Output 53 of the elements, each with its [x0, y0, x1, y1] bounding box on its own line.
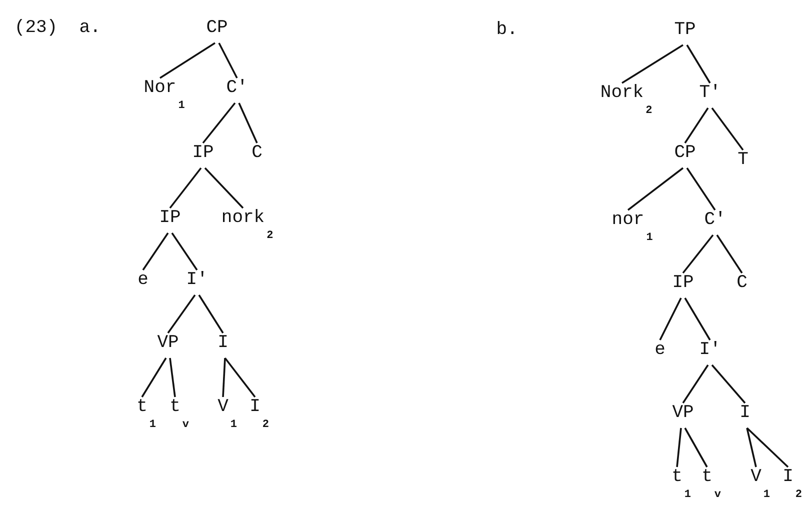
tree-node-label: C'	[226, 77, 248, 99]
tree-node-label: e	[654, 339, 666, 361]
branch-line	[202, 102, 236, 144]
example-letter: b.	[496, 19, 518, 41]
branch-line	[682, 234, 714, 274]
tree-node-label: IP	[672, 272, 694, 294]
branch-line	[160, 42, 216, 79]
branch-line	[746, 427, 789, 468]
tree-node-label: I	[218, 332, 228, 354]
tree-node-label: C	[736, 272, 748, 294]
branch-line	[684, 108, 709, 144]
branch-line	[659, 298, 682, 340]
tree-node-label: C	[252, 142, 262, 164]
tree-node-label: IP	[159, 207, 181, 229]
tree-node-label: TP	[674, 19, 696, 41]
tree-node-label: I'	[699, 339, 721, 361]
tree-node-label: e	[138, 269, 148, 291]
branch-line	[686, 168, 716, 210]
example-number: (23)	[14, 17, 58, 39]
tree-node-label: VP	[157, 332, 179, 354]
branch-line	[622, 44, 684, 84]
tree-node-label: C'	[704, 209, 726, 231]
branch-line	[224, 357, 256, 398]
branch-line	[676, 428, 682, 468]
branch-line	[684, 298, 711, 340]
branch-line	[686, 44, 711, 84]
branch-line	[171, 232, 198, 270]
tree-node-label: IP	[192, 142, 214, 164]
branch-line	[716, 234, 743, 274]
branch-line	[218, 42, 238, 78]
tree-node-label: T'	[699, 82, 721, 104]
branch-line	[711, 364, 746, 404]
branch-line	[198, 294, 224, 334]
tree-node-label: VP	[672, 402, 694, 424]
tree-node-label: I	[740, 402, 750, 424]
tree-node-label: CP	[674, 142, 696, 164]
example-letter: a.	[79, 17, 101, 39]
branch-line	[141, 358, 167, 398]
tree-node-label: CP	[206, 17, 228, 39]
branch-line	[238, 102, 258, 144]
tree-node-label: T	[738, 149, 748, 171]
branch-line	[711, 107, 744, 151]
branch-line	[169, 167, 202, 209]
branch-line	[684, 428, 708, 468]
branch-line	[746, 428, 757, 468]
tree-node-label: I'	[186, 269, 208, 291]
branch-line	[204, 167, 244, 209]
branch-line	[169, 358, 176, 398]
branch-line	[627, 167, 684, 211]
branch-line	[682, 364, 709, 404]
branch-line	[167, 294, 196, 334]
branch-line	[142, 232, 169, 270]
branch-line	[222, 358, 226, 398]
